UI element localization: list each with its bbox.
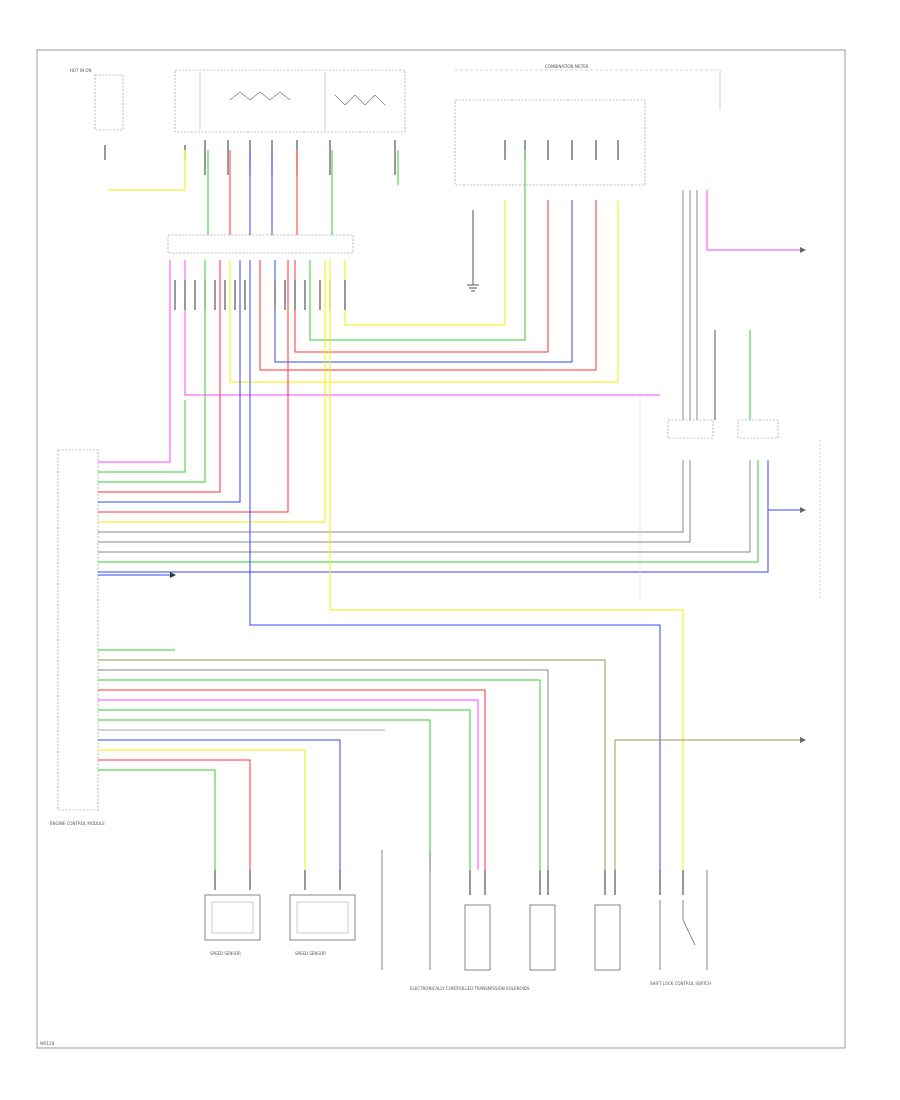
shift-lock-switch: SHIFT LOCK CONTROL SWITCH xyxy=(650,870,711,986)
speed-sensor-b-label: SPEED SENSOR xyxy=(295,951,326,956)
hot-in-run-label: HOT IN ON xyxy=(70,68,91,73)
ecm-mid-link xyxy=(98,572,176,578)
wire-blue-long xyxy=(249,260,661,870)
main-harness xyxy=(184,190,800,420)
engine-ecm: ENGINE CONTROL MODULE xyxy=(50,449,105,826)
combination-meter-label: COMBINATION METER xyxy=(545,64,589,69)
ground-symbol-top xyxy=(467,210,479,292)
transmission-solenoids: ELECTRONICALLY CONTROLLED TRANSMISSION S… xyxy=(381,850,621,991)
right-connectors xyxy=(639,330,821,600)
diagram-code: W0128 xyxy=(40,1041,55,1046)
diagram-frame xyxy=(36,49,846,1049)
ecm-upper-wires xyxy=(98,260,800,573)
junction-connector xyxy=(167,234,354,254)
speed-sensor-a: SPEED SENSOR xyxy=(204,894,261,956)
combination-meter: COMBINATION METER xyxy=(454,64,721,186)
solenoids-label: ELECTRONICALLY CONTROLLED TRANSMISSION S… xyxy=(410,986,530,991)
shift-lock-label: SHIFT LOCK CONTROL SWITCH xyxy=(650,981,711,986)
top-vertical-wires xyxy=(207,150,526,235)
top-pins xyxy=(104,140,619,175)
ecm-lower-wires xyxy=(98,649,800,870)
bottom-pins xyxy=(214,870,684,895)
junction-block xyxy=(94,69,406,133)
engine-ecm-label: ENGINE CONTROL MODULE xyxy=(50,821,105,826)
right-arrows xyxy=(800,247,806,743)
speed-sensor-a-label: SPEED SENSOR xyxy=(210,951,241,956)
speed-sensor-b: SPEED SENSOR xyxy=(289,894,356,956)
